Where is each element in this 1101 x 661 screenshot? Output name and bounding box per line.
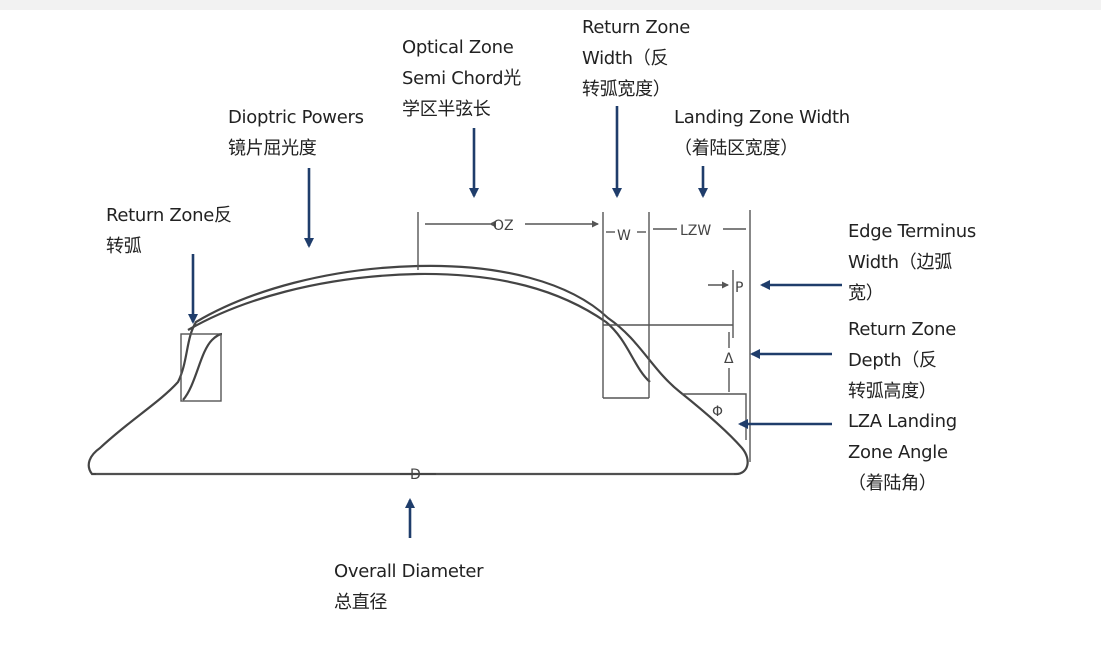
delta-letter: Δ <box>724 351 734 367</box>
label-return-zone-width: Return Zone Width（反 转弧宽度） <box>582 17 690 100</box>
label-lza-landing-zone-angle: LZA Landing Zone Angle （着陆角） <box>848 411 957 494</box>
label-overall-diameter: Overall Diameter 总直径 <box>334 561 484 613</box>
label-return-zone-depth: Return Zone Depth（反 转弧高度） <box>848 319 956 402</box>
d-letter: D <box>410 467 421 483</box>
lens-inner-curve <box>187 272 651 383</box>
top-bar <box>0 0 1101 10</box>
oz-letter: OZ <box>493 218 514 234</box>
callout-arrows <box>188 106 842 538</box>
w-letter: W <box>617 228 631 244</box>
p-letter: P <box>735 280 743 296</box>
label-edge-terminus-width: Edge Terminus Width（边弧 宽） <box>848 221 976 304</box>
left-return-zone-box <box>180 333 222 402</box>
label-optical-zone-semi-chord: Optical Zone Semi Chord光 学区半弦长 <box>402 37 521 120</box>
label-return-zone: Return Zone反 转弧 <box>106 205 232 257</box>
lzw-letter: LZW <box>680 223 711 239</box>
label-dioptric-powers: Dioptric Powers 镜片屈光度 <box>228 107 364 159</box>
construction-lines <box>96 210 751 475</box>
label-landing-zone-width: Landing Zone Width （着陆区宽度） <box>674 107 850 159</box>
dimension-letters: OZ W LZW P Δ Φ D <box>410 218 743 483</box>
phi-letter: Φ <box>712 404 723 420</box>
